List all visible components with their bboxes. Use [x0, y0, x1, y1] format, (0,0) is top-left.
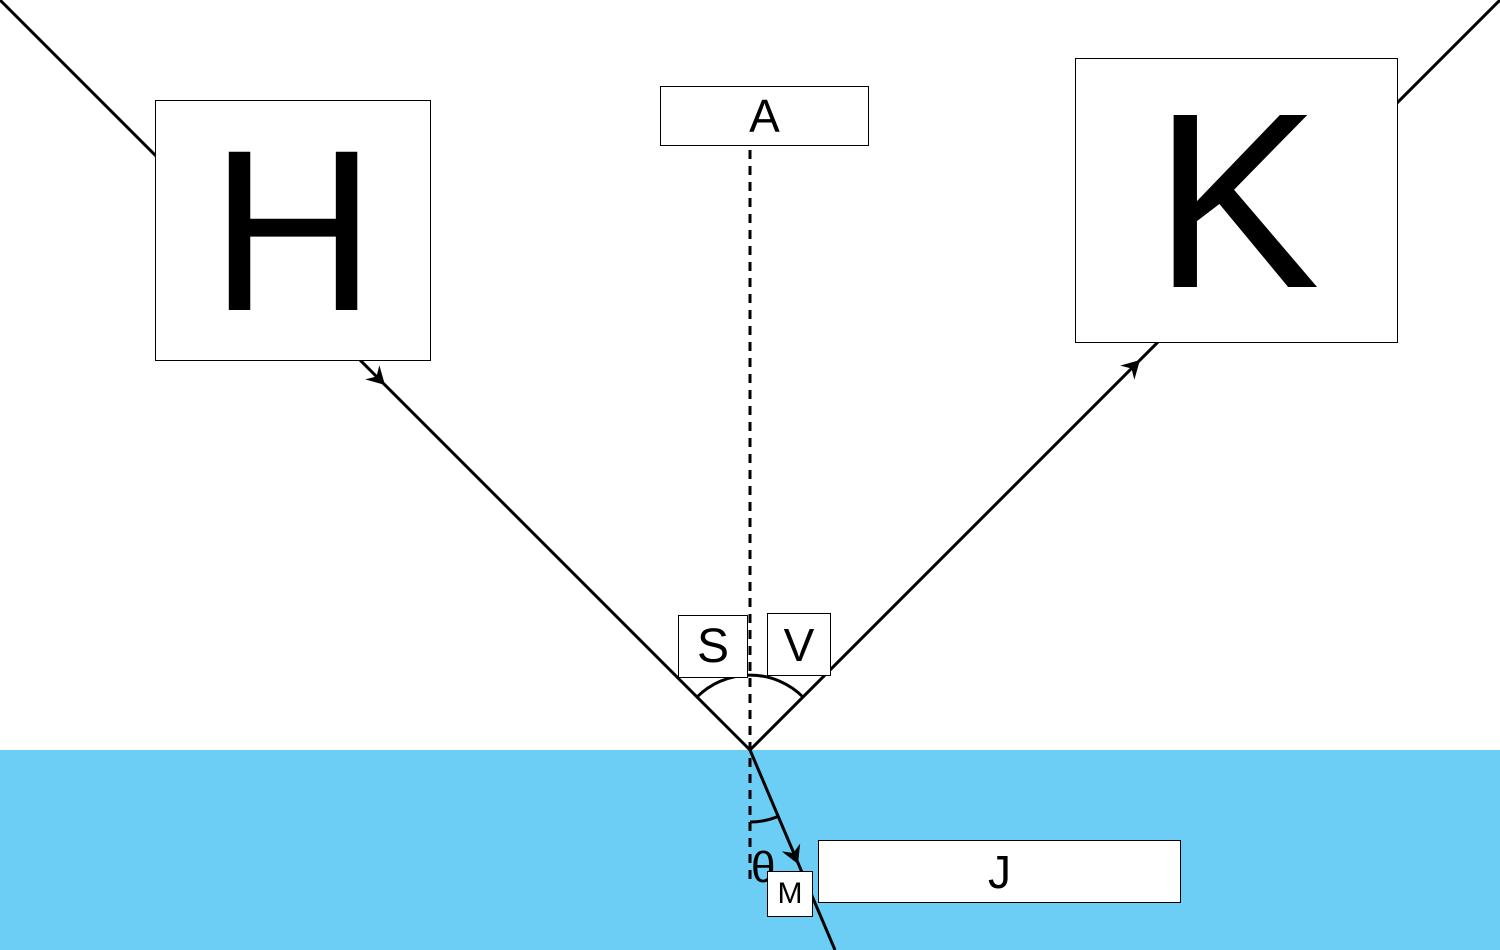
incident-arrowhead	[365, 365, 385, 385]
label-v-text: V	[783, 618, 815, 671]
label-box-m: M	[767, 871, 813, 917]
label-j-text: J	[988, 845, 1011, 898]
refracted-arrowhead	[781, 843, 801, 864]
label-box-k: K	[1075, 58, 1398, 343]
label-m-text: M	[777, 877, 803, 910]
label-box-j: J	[818, 840, 1181, 903]
water-region	[0, 750, 1500, 950]
refraction-angle-arc	[749, 814, 780, 824]
label-h-text: H	[209, 101, 377, 359]
reflected-arrowhead	[1120, 360, 1140, 380]
label-k-text: K	[1153, 60, 1320, 340]
label-box-a: A	[660, 86, 869, 146]
incident-ray	[0, 0, 752, 752]
label-box-s: S	[678, 615, 748, 678]
label-a-text: A	[749, 90, 780, 142]
label-s-text: S	[696, 619, 729, 673]
reflection-angle-arc	[695, 673, 805, 699]
label-box-h: H	[155, 100, 431, 361]
refracted-ray	[748, 749, 837, 950]
label-box-v: V	[767, 613, 831, 676]
